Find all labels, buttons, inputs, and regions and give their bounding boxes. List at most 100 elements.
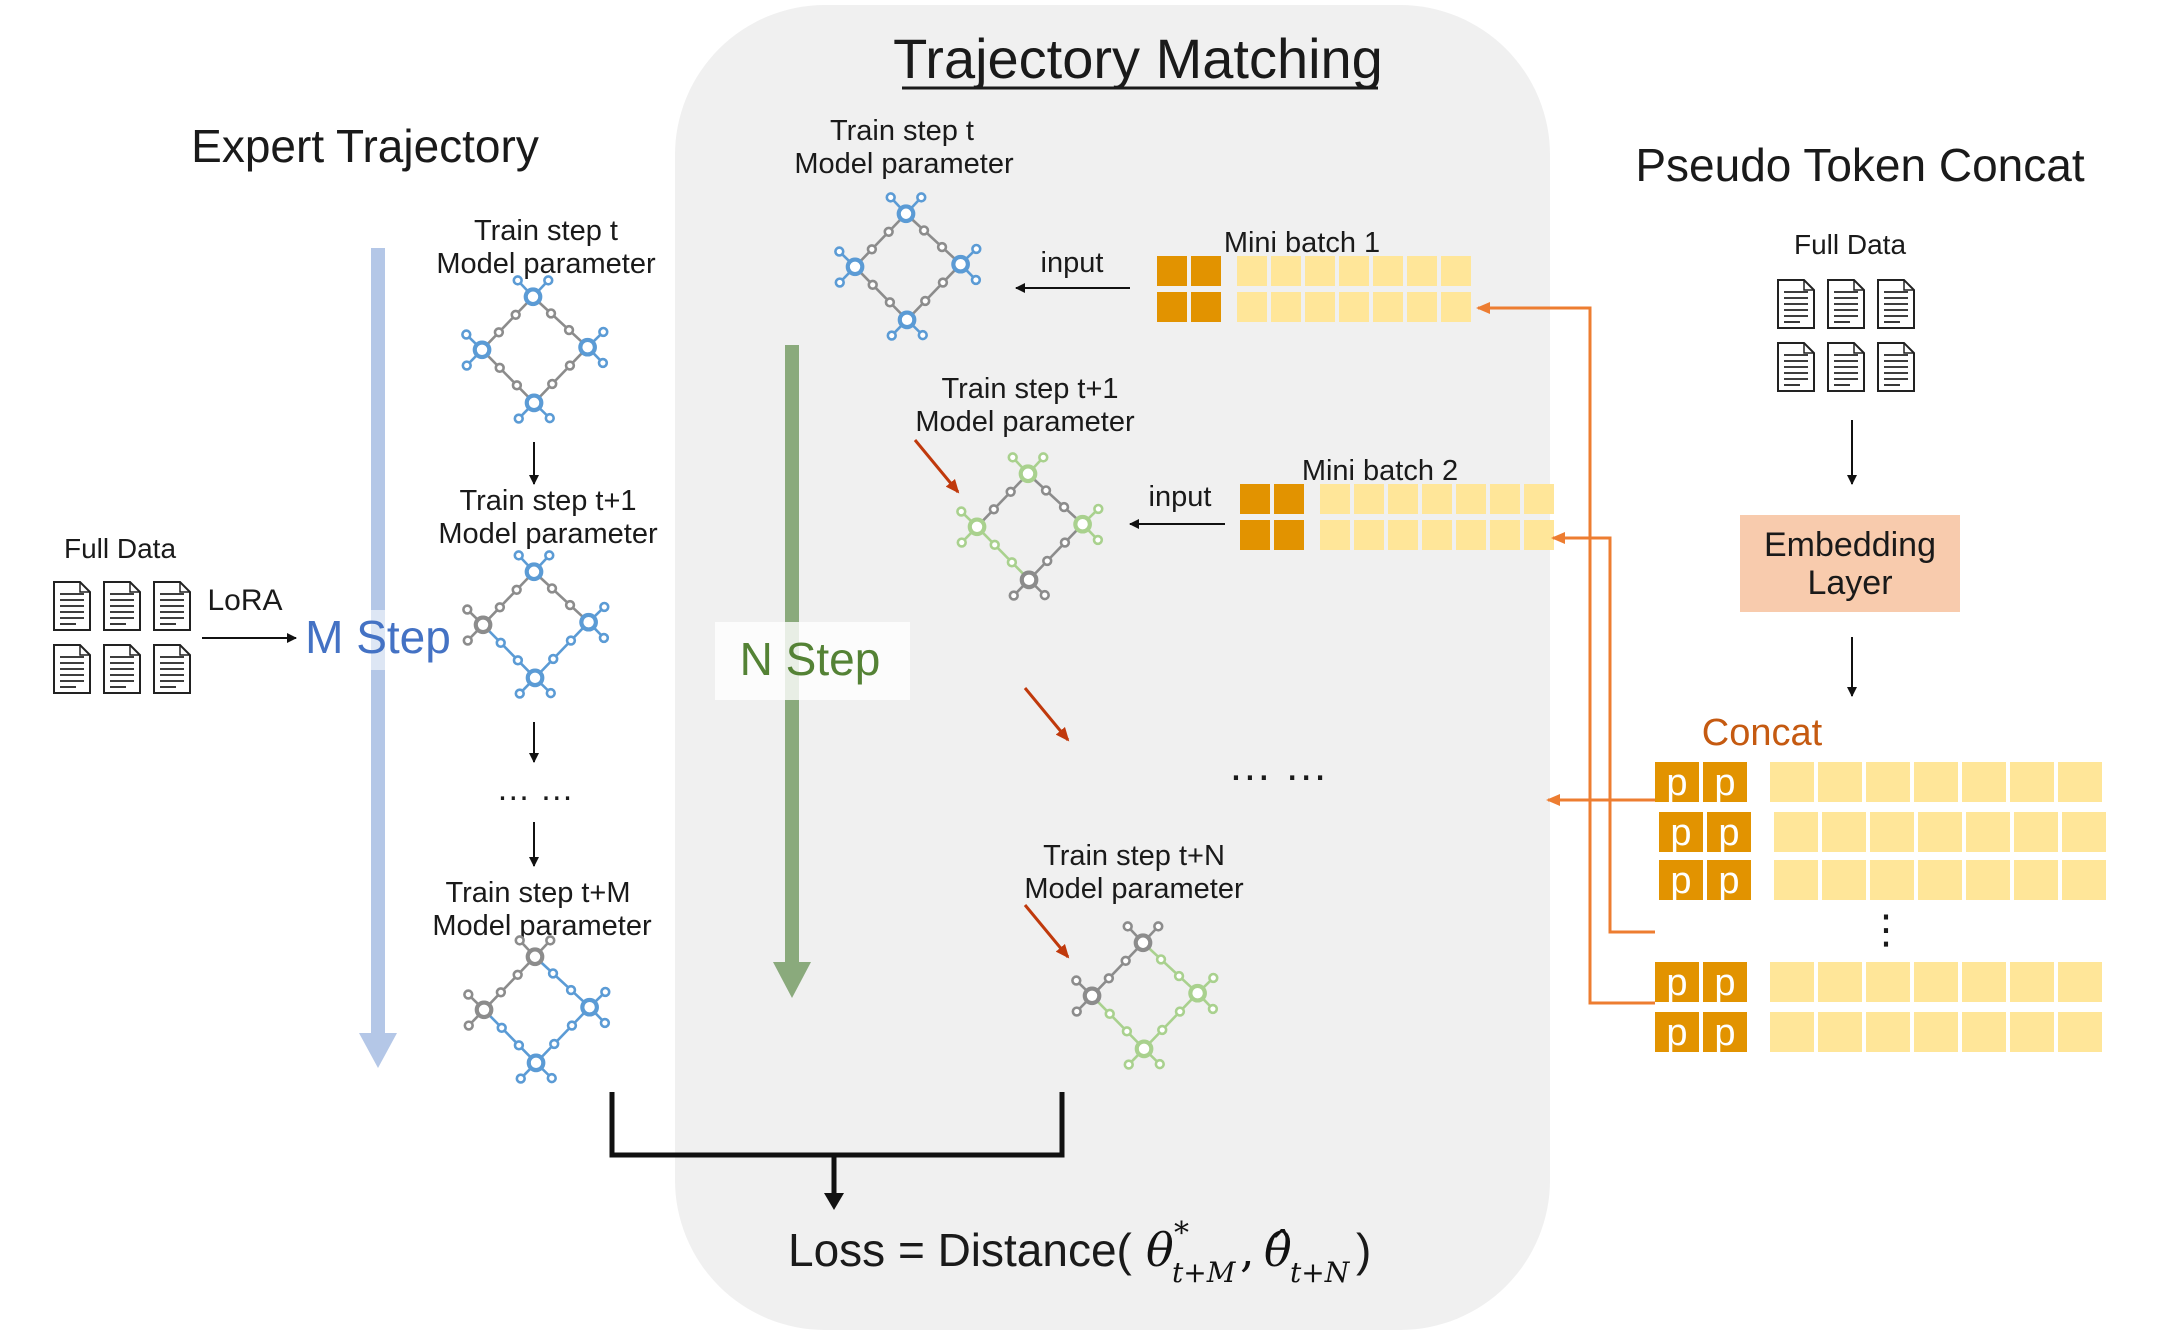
trajectory-matching-title: Trajectory Matching bbox=[893, 27, 1383, 90]
token-cell bbox=[1441, 256, 1471, 286]
pseudo-token-p-cell bbox=[1655, 1012, 1699, 1052]
pseudo-token-p-cell bbox=[1703, 762, 1747, 802]
token-cell bbox=[1388, 520, 1418, 550]
token-cell bbox=[2062, 860, 2106, 900]
network-node-icon bbox=[1018, 464, 1038, 484]
embedding-layer-line1: Embedding bbox=[1764, 526, 1936, 564]
pseudo-token-cell bbox=[1191, 256, 1221, 286]
pseudo-token-cell bbox=[1274, 484, 1304, 514]
network-node-icon bbox=[523, 287, 543, 307]
network-node-icon bbox=[834, 246, 845, 257]
token-cell bbox=[1870, 812, 1914, 852]
network-node-icon bbox=[525, 947, 545, 967]
network-node-icon bbox=[1092, 534, 1104, 546]
network-node-icon bbox=[866, 244, 878, 255]
token-cell bbox=[1770, 962, 1814, 1002]
network-node-icon bbox=[578, 337, 597, 357]
network-node-icon bbox=[1188, 983, 1207, 1003]
network-node-icon bbox=[1154, 1058, 1165, 1070]
network-node-icon bbox=[494, 362, 505, 374]
concat-label: Concat bbox=[1702, 712, 1823, 754]
network-node-icon bbox=[511, 584, 522, 595]
network-node-icon bbox=[1208, 972, 1219, 984]
network-node-icon bbox=[918, 225, 930, 236]
document-icon bbox=[1827, 342, 1865, 392]
token-cell bbox=[1373, 256, 1403, 286]
left-step-tM-line1: Train step t+M bbox=[445, 877, 630, 909]
token-cell bbox=[1966, 812, 2010, 852]
network-node-icon bbox=[1123, 1059, 1134, 1070]
network-node-icon bbox=[1103, 973, 1115, 984]
theta-star-subscript: t+M bbox=[1172, 1256, 1237, 1289]
network-node-icon bbox=[563, 324, 575, 336]
expert-trajectory-title: Expert Trajectory bbox=[191, 120, 539, 172]
theta-star: θ bbox=[1146, 1223, 1174, 1277]
right-full-data-label: Full Data bbox=[1794, 229, 1906, 260]
network-node-icon bbox=[834, 277, 845, 288]
network-node-icon bbox=[547, 968, 559, 979]
center-network-step-tN bbox=[1071, 921, 1219, 1070]
m-step-label-bg bbox=[300, 610, 458, 670]
left-step-t1-line2: Model parameter bbox=[438, 518, 658, 550]
network-node-icon bbox=[936, 241, 948, 253]
token-cell bbox=[1271, 256, 1301, 286]
network-node-icon bbox=[937, 277, 949, 288]
network-node-icon bbox=[547, 378, 558, 390]
token-cell bbox=[1966, 860, 2010, 900]
token-cell bbox=[1339, 292, 1369, 322]
network-node-icon bbox=[524, 393, 544, 413]
concat-vdots: ⋮ bbox=[1866, 908, 1906, 952]
pseudo-token-cell bbox=[1240, 520, 1270, 550]
token-cell bbox=[1320, 484, 1350, 514]
network-node-icon bbox=[549, 1038, 560, 1050]
network-node-icon bbox=[897, 310, 917, 330]
token-cell bbox=[1320, 520, 1350, 550]
token-cell bbox=[1490, 484, 1520, 514]
network-node-icon bbox=[580, 997, 599, 1017]
network-node-icon bbox=[886, 330, 897, 341]
loss-prefix: Loss = Distance( bbox=[788, 1224, 1133, 1276]
mini-batch-1-label: Mini batch 1 bbox=[1224, 227, 1380, 259]
network-node-icon bbox=[598, 632, 610, 644]
network-node-icon bbox=[462, 604, 473, 615]
center-network-step-t bbox=[834, 192, 982, 341]
token-cell bbox=[1354, 520, 1384, 550]
network-node-icon bbox=[599, 601, 610, 613]
token-cell bbox=[2010, 1012, 2054, 1052]
network-node-icon bbox=[971, 243, 982, 255]
network-node-icon bbox=[1155, 954, 1167, 965]
token-cell bbox=[1818, 962, 1862, 1002]
theta-star-superscript: * bbox=[1174, 1216, 1189, 1251]
pseudo-token-p-cell bbox=[1655, 962, 1699, 1002]
network-node-icon bbox=[513, 550, 524, 561]
network-node-icon bbox=[1174, 1006, 1186, 1017]
embedding-layer-line2: Layer bbox=[1807, 564, 1892, 602]
token-cell bbox=[1441, 292, 1471, 322]
red-arrow-3 bbox=[1023, 904, 1070, 959]
network-node-icon bbox=[1019, 570, 1039, 590]
token-cell bbox=[2014, 860, 2058, 900]
pseudo-token-cell bbox=[1240, 484, 1270, 514]
document-icon bbox=[153, 644, 191, 694]
mini-batch-2-grid bbox=[1240, 484, 1554, 550]
pseudo-token-cell bbox=[1274, 520, 1304, 550]
network-node-icon bbox=[1082, 986, 1102, 1006]
center-step-tN-line2: Model parameter bbox=[1024, 873, 1244, 905]
token-cell bbox=[2014, 812, 2058, 852]
token-cell bbox=[2010, 762, 2054, 802]
pseudo-token-p-label: p bbox=[1666, 1012, 1687, 1054]
n-step-label: N Step bbox=[740, 633, 881, 685]
network-node-icon bbox=[473, 615, 493, 635]
m-step-label: M Step bbox=[305, 611, 451, 663]
pseudo-token-p-label: p bbox=[1718, 860, 1739, 902]
token-cell bbox=[1774, 860, 1818, 900]
network-node-icon bbox=[896, 204, 916, 224]
network-node-icon bbox=[496, 1022, 507, 1034]
theta-hat: θ̂ bbox=[1264, 1223, 1292, 1277]
pseudo-token-p-label: p bbox=[1666, 962, 1687, 1004]
center-step-t1-line1: Train step t+1 bbox=[941, 373, 1118, 405]
orange-connectors bbox=[1476, 302, 1655, 1005]
center-step-t1-line2: Model parameter bbox=[915, 406, 1135, 438]
network-node-icon bbox=[461, 329, 472, 340]
document-icon bbox=[103, 644, 141, 694]
